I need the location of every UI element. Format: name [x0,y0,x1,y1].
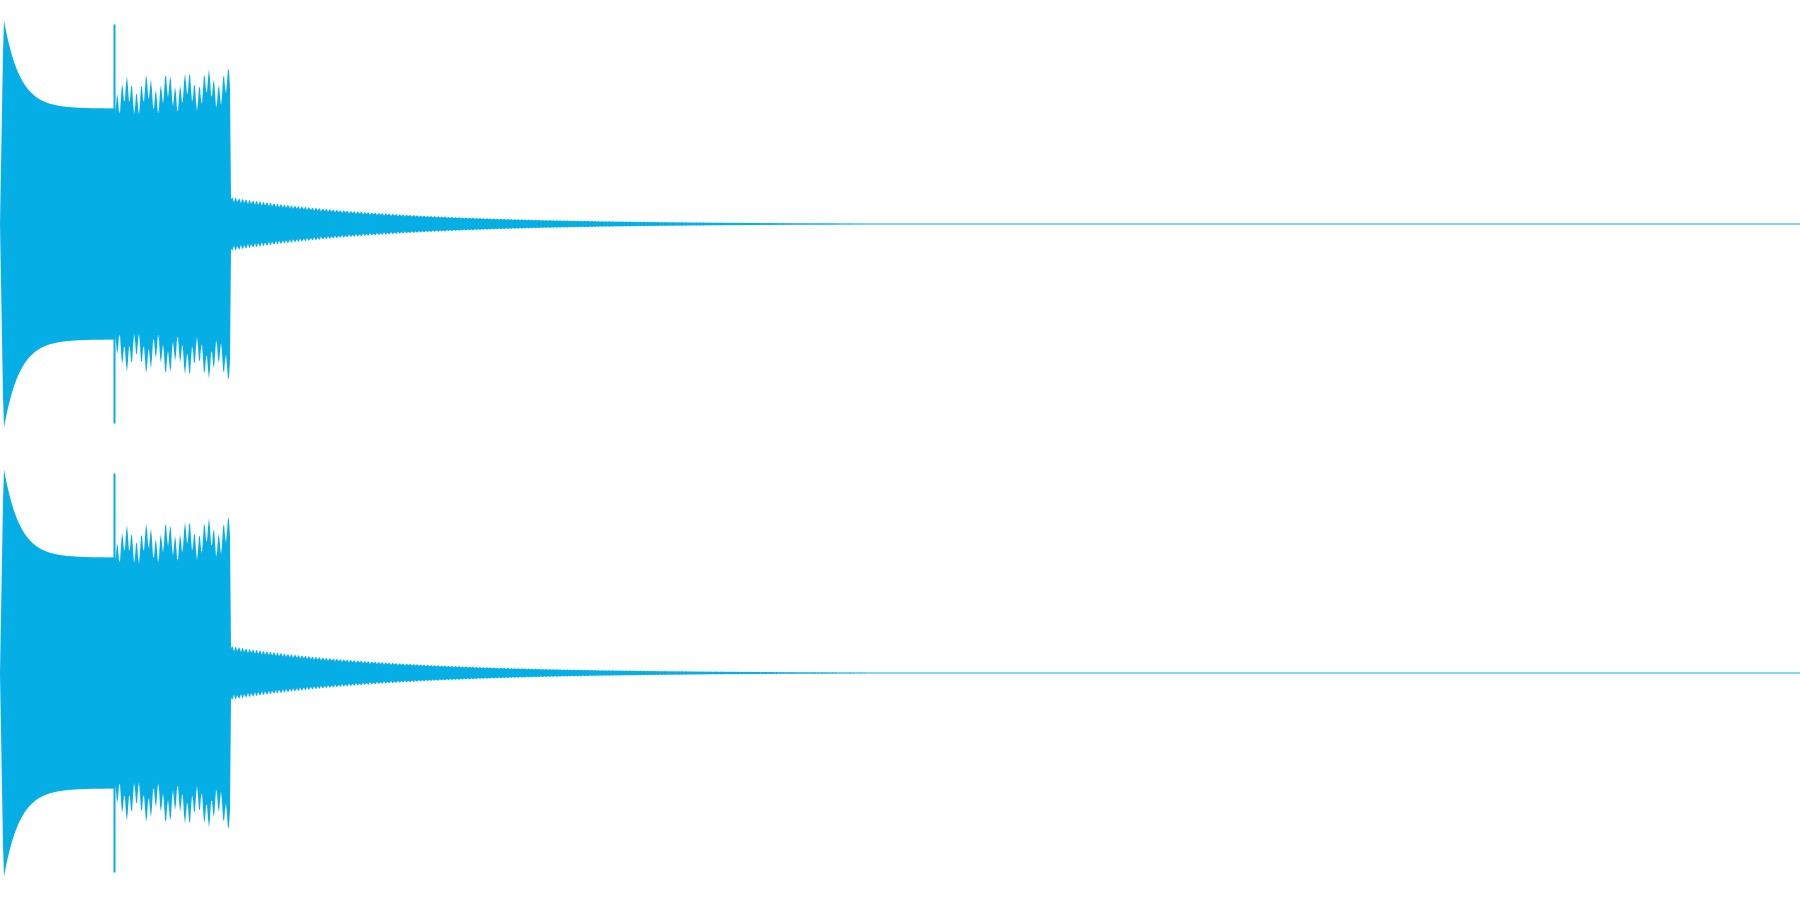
channel-left-waveform [0,20,1800,428]
channel-right-waveform [0,469,1800,877]
